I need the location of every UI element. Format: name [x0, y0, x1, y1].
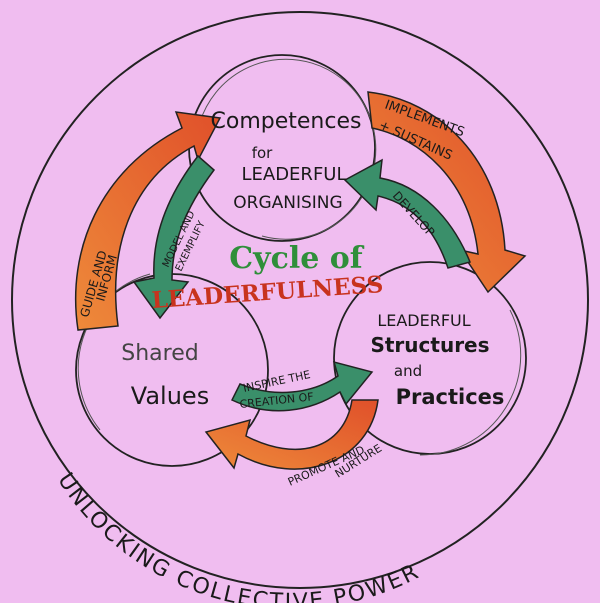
- arrow-promote-nurture: [204, 399, 379, 470]
- structures-label-1: LEADERFUL: [377, 311, 470, 330]
- structures-label-4: Practices: [396, 385, 505, 409]
- competences-label-4: ORGANISING: [233, 193, 342, 213]
- competences-label-2: for: [252, 144, 273, 162]
- arrow-implements-sustains: [367, 91, 527, 294]
- outer-caption: UNLOCKING COLLECTIVE POWER: [52, 469, 424, 603]
- values-circle-sketch: [77, 273, 151, 431]
- arrow-model-exemplify: [132, 154, 216, 320]
- arrow-develop: [343, 158, 472, 269]
- arrow-guide-inform: [74, 111, 222, 331]
- structures-circle: [333, 261, 527, 455]
- competences-label-1: Competences: [211, 109, 362, 134]
- outer-circle: [11, 11, 589, 589]
- structures-label-2: Structures: [370, 333, 489, 357]
- competences-circle-sketch: [199, 58, 377, 240]
- values-label-1: Shared: [121, 341, 198, 366]
- center-title-cycle: Cycle of: [229, 241, 365, 276]
- arrow-inspire: [230, 360, 374, 412]
- values-label-2: Values: [131, 382, 209, 410]
- outer-caption-path: UNLOCKING COLLECTIVE POWER: [52, 469, 422, 603]
- structures-label-3: and: [394, 362, 422, 380]
- structures-circle-sketch: [419, 309, 522, 456]
- competences-label-3: LEADERFUL: [241, 164, 346, 185]
